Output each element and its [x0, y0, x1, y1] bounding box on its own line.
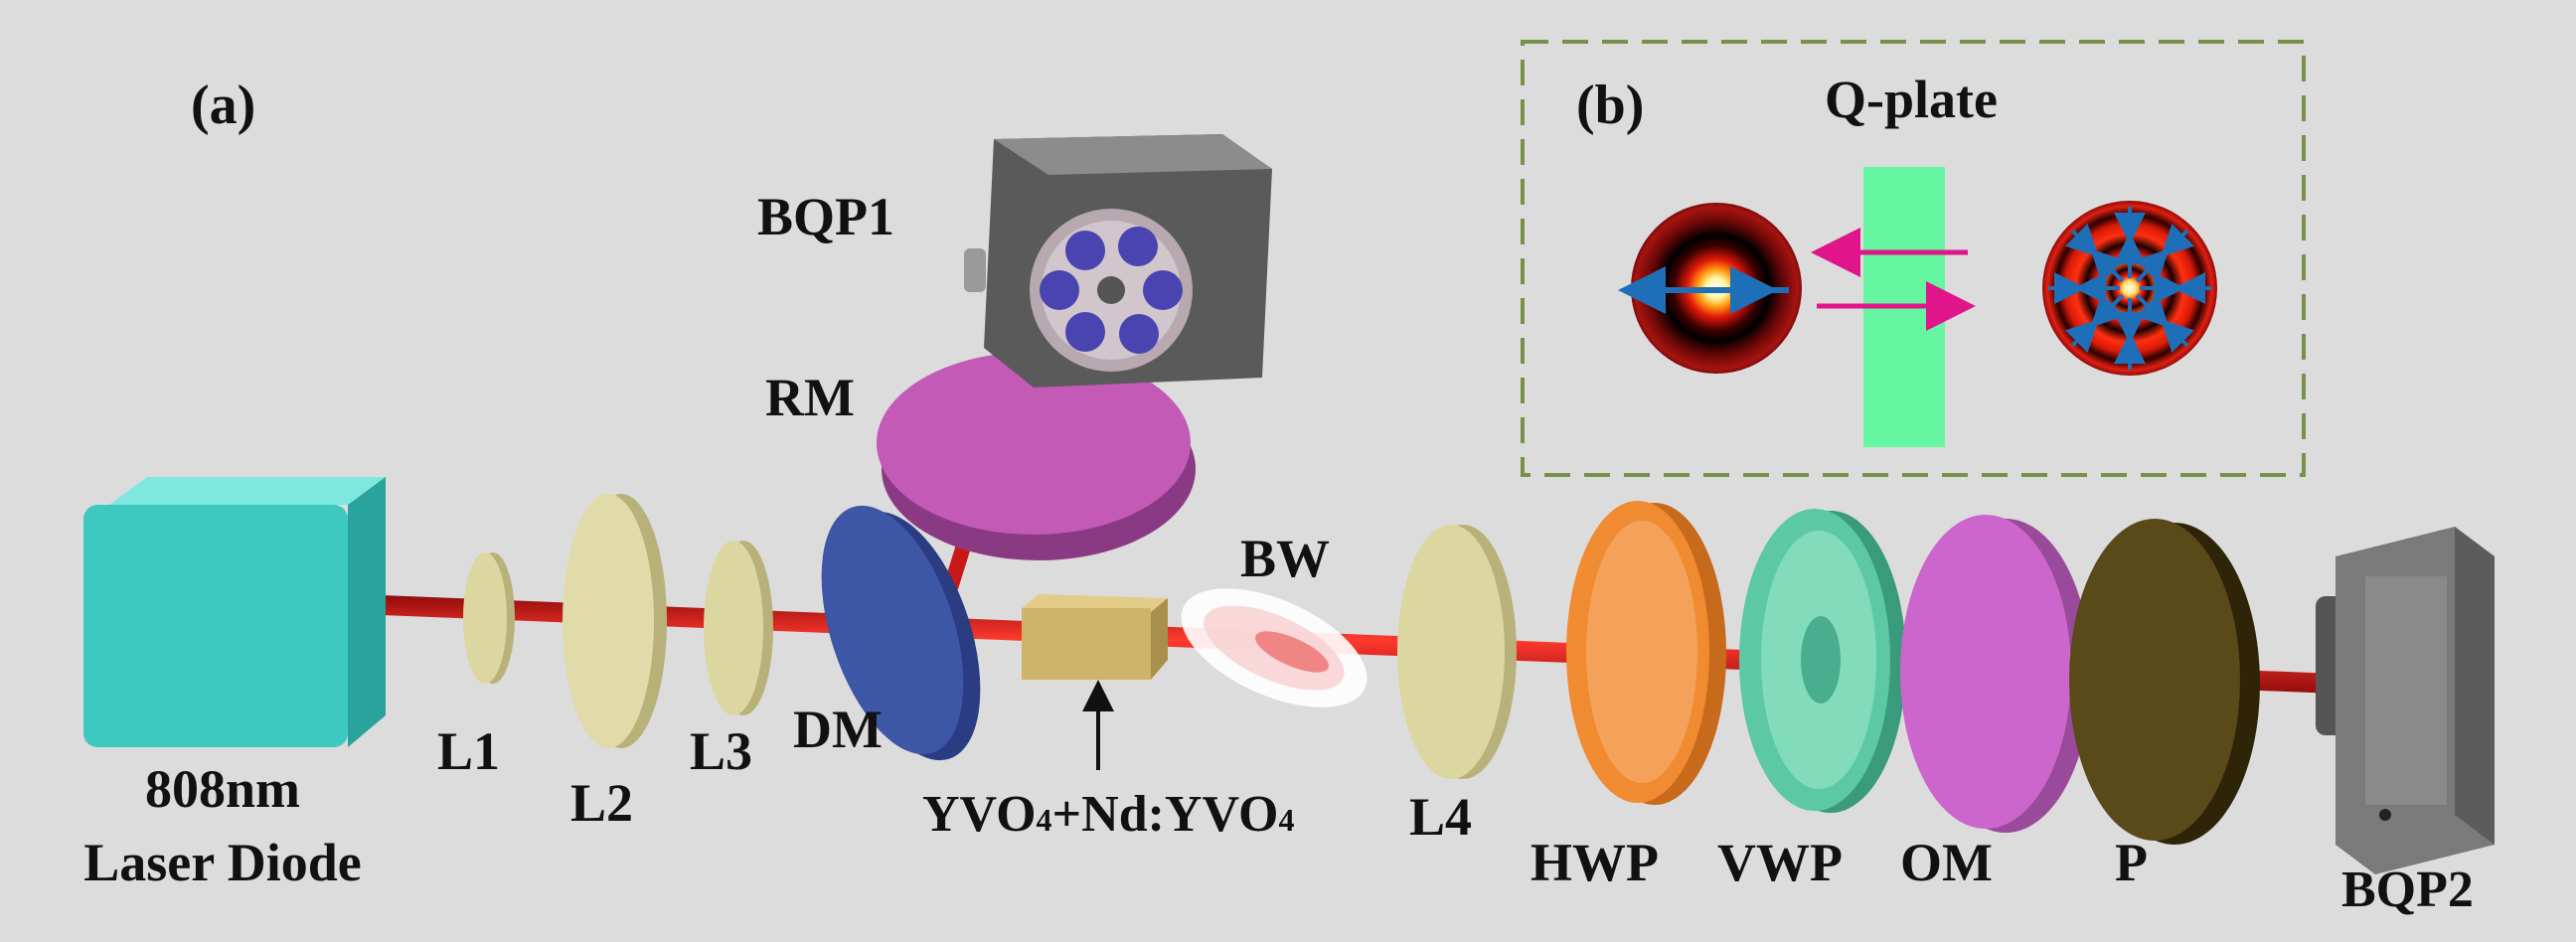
outer-polarization-arrow [2064, 319, 2099, 354]
donut-beam-profile [1618, 203, 1802, 374]
laser-diode [83, 477, 386, 747]
filter-wheel-holes [1040, 227, 1183, 354]
beam-quality-profiler-1 [964, 134, 1272, 388]
label-bqp2: BQP2 [2341, 862, 2474, 918]
label-bqp1: BQP1 [757, 187, 894, 246]
outer-polarization-arrow [2161, 319, 2195, 354]
panel-b-frame [1521, 40, 2306, 477]
label-laser-808nm: 808nm [145, 759, 300, 819]
nd-yvo4-crystal [1022, 594, 1168, 680]
lens-l1 [463, 552, 515, 684]
label-dm: DM [793, 700, 883, 759]
panel-b-label: (b) [1576, 75, 1644, 136]
inner-polarization-arrow [2090, 248, 2125, 283]
label-bw: BW [1240, 529, 1330, 588]
label-crystal: YVO4+Nd:YVO4 [922, 786, 1294, 843]
lens-l4 [1397, 525, 1517, 779]
lens-l2 [563, 494, 667, 748]
inner-polarization-arrow [2135, 293, 2170, 328]
lens-l3 [704, 541, 773, 715]
label-hwp: HWP [1530, 833, 1659, 892]
label-l3: L3 [690, 721, 752, 781]
polarizer [2069, 519, 2260, 845]
label-om: OM [1900, 833, 1993, 892]
vector-beam-profile [2042, 201, 2217, 376]
label-p: P [2115, 833, 2148, 892]
inner-polarization-arrow [2135, 248, 2170, 283]
brewster-window [1181, 588, 1368, 707]
output-mirror [1900, 515, 2091, 833]
half-wave-plate [1566, 501, 1726, 805]
label-l4: L4 [1409, 787, 1472, 847]
label-vwp: VWP [1717, 833, 1843, 892]
vortex-wave-plate [1739, 509, 1906, 813]
beam-quality-profiler-2 [2316, 527, 2495, 874]
inner-polarization-arrow [2090, 293, 2125, 328]
outer-polarization-arrow [2161, 223, 2195, 257]
label-l2: L2 [570, 773, 633, 833]
label-laser-diode: Laser Diode [83, 833, 362, 892]
panel-a-label: (a) [191, 75, 255, 136]
dichroic-mirror [821, 505, 981, 761]
outer-polarization-arrow [2064, 223, 2099, 257]
label-l1: L1 [437, 721, 500, 781]
label-rm: RM [765, 368, 855, 427]
reflective-mirror [877, 352, 1196, 560]
q-plate-title: Q-plate [1825, 70, 1998, 129]
radial-polarization-arrows [2048, 207, 2211, 370]
